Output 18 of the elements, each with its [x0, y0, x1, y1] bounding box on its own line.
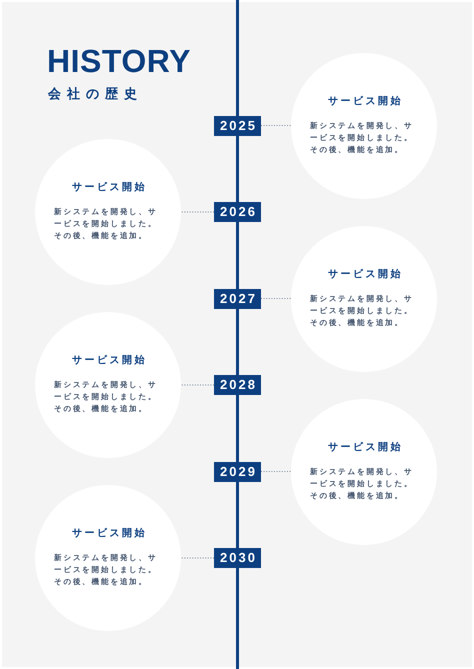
year-box: 2026 — [214, 202, 261, 222]
dotted-connector — [260, 471, 292, 472]
event-heading: サービス開始 — [326, 94, 403, 108]
year-box: 2025 — [214, 116, 261, 136]
title: HISTORY — [47, 44, 191, 78]
year-box: 2029 — [214, 462, 261, 482]
year-box: 2030 — [214, 548, 261, 568]
dotted-connector — [180, 384, 214, 386]
event-heading: サービス開始 — [70, 181, 147, 195]
year-box: 2027 — [214, 288, 261, 308]
event-heading: サービス開始 — [326, 268, 403, 282]
event-heading: サービス開始 — [326, 440, 403, 454]
dotted-connector — [260, 298, 292, 299]
subtitle: 会社の歴史 — [48, 86, 143, 103]
event-heading: サービス開始 — [70, 354, 147, 368]
year-box: 2028 — [214, 375, 261, 395]
event-heading: サービス開始 — [70, 527, 147, 541]
dotted-connector — [260, 125, 292, 126]
